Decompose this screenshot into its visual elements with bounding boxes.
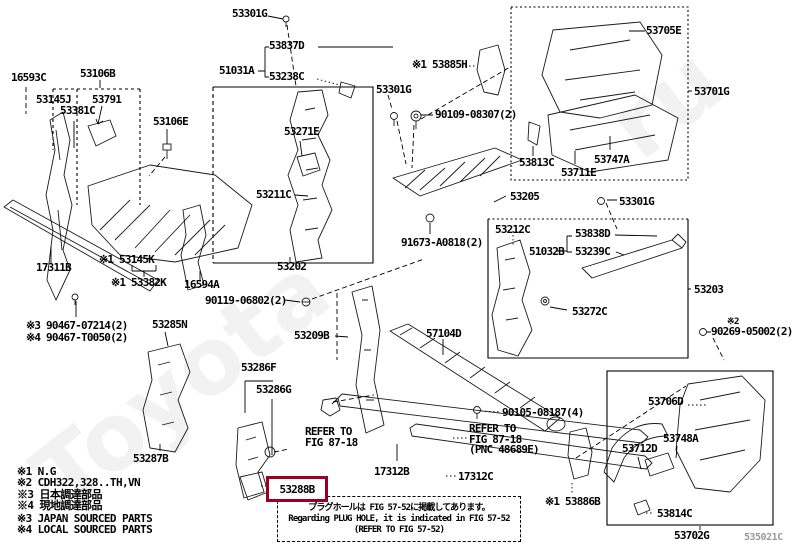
part-label-53791[interactable]: 53791 [92,93,122,106]
part-label-53272c[interactable]: 53272C [572,305,608,318]
part-label-53301g[interactable]: 53301G [376,83,412,96]
part-label-51032b[interactable]: 51032B [529,245,565,258]
part-label-1-53382k[interactable]: ※1 53382K [111,276,167,289]
part-label-53712d[interactable]: 53712D [622,442,658,455]
reference-note-2[interactable]: REFER TO FIG 87-18 (PNC 48689E) [469,422,540,456]
part-label-51031a[interactable]: 51031A [219,64,255,77]
part-label-53202[interactable]: 53202 [277,260,307,273]
part-label-53837d[interactable]: 53837D [269,39,305,52]
part-label-17311b[interactable]: 17311B [36,261,72,274]
part-label-53701g[interactable]: 53701G [694,85,730,98]
legend-item-5: ※3 JAPAN SOURCED PARTS [17,512,153,526]
note-line-1: プラグホールは FIG 57-52に掲載してあります。 [308,502,490,513]
part-label-90109-08307-2[interactable]: 90109-08307(2) [435,108,517,121]
legend-item-2: ※2 CDH322,328..TH,VN [17,476,141,490]
part-label-53813c[interactable]: 53813C [519,156,555,169]
part-label-53301g[interactable]: 53301G [232,7,268,20]
part-label-53205[interactable]: 53205 [510,190,540,203]
note-line-3: (REFER TO FIG 57-52) [353,524,445,535]
part-label-53286g[interactable]: 53286G [256,383,292,396]
part-label-53271e[interactable]: 53271E [284,125,320,138]
group-leader-lines [25,15,725,530]
part-label-90105-08187-4[interactable]: 90105-08187(4) [502,406,584,419]
part-label-53145j[interactable]: 53145J [36,93,72,106]
group-fastener-sketches [71,15,707,419]
diagram-code: 535021C [744,532,783,543]
part-label-53748a[interactable]: 53748A [663,432,699,445]
part-label-57104d[interactable]: 57104D [426,327,462,340]
part-label-90119-06802-2[interactable]: 90119-06802(2) [205,294,287,307]
part-label-1-53886b[interactable]: ※1 53886B [545,495,601,508]
group-boxes [52,6,774,526]
part-label-53239c[interactable]: 53239C [575,245,611,258]
part-label-53301g[interactable]: 53301G [619,195,655,208]
legend-item-4: ※4 現地調達部品 [17,498,102,512]
part-label-53705e[interactable]: 53705E [646,24,682,37]
part-label-53212c[interactable]: 53212C [495,223,531,236]
part-label-53706d[interactable]: 53706D [648,395,684,408]
part-label-53203[interactable]: 53203 [694,283,724,296]
part-label-53838d[interactable]: 53838D [575,227,611,240]
part-label-4-90467-t0050-2[interactable]: ※4 90467-T0050(2) [26,331,128,344]
part-label-17312b[interactable]: 17312B [374,465,410,478]
part-label-53381c[interactable]: 53381C [60,104,96,117]
legend: ※1 N.G※2 CDH322,328..TH,VN※3 日本調達部品※4 現地… [17,465,153,537]
part-label-53286f[interactable]: 53286F [241,361,277,374]
part-label-17312c[interactable]: 17312C [458,470,494,483]
group-part-sketches [3,21,766,516]
highlighted-part-box[interactable]: 53288B [266,476,328,502]
legend-item-6: ※4 LOCAL SOURCED PARTS [17,523,153,537]
part-label-53814c[interactable]: 53814C [657,507,693,520]
legend-item-3: ※3 日本調達部品 [17,487,102,501]
part-label-53106e[interactable]: 53106E [153,115,189,128]
note-line-2: Regarding PLUG HOLE, it is indicated in … [288,513,510,524]
plug-hole-note-box: プラグホールは FIG 57-52に掲載してあります。Regarding PLU… [277,496,521,542]
part-label-16593c[interactable]: 16593C [11,71,47,84]
part-label-53238c[interactable]: 53238C [269,70,305,83]
part-label-1-53145k[interactable]: ※1 53145K [99,253,155,266]
part-label-53702g[interactable]: 53702G [674,529,710,542]
part-label-16594a[interactable]: 16594A [184,278,220,291]
part-label-53106b[interactable]: 53106B [80,67,116,80]
part-label-53287b[interactable]: 53287B [133,452,169,465]
reference-note-1[interactable]: REFER TO FIG 87-18 [305,425,358,449]
part-label-53285n[interactable]: 53285N [152,318,188,331]
part-label-53211c[interactable]: 53211C [256,188,292,201]
part-label-1-53885h[interactable]: ※1 53885H [412,58,468,71]
part-label-53711e[interactable]: 53711E [561,166,597,179]
highlighted-part-label: 53288B [279,482,316,496]
part-label-91673-a0818-2[interactable]: 91673-A0818(2) [401,236,483,249]
part-label-53209b[interactable]: 53209B [294,329,330,342]
part-label-2[interactable]: ※2 [727,317,739,327]
part-label-90269-05002-2[interactable]: 90269-05002(2) [711,325,793,338]
legend-item-1: ※1 N.G [17,465,56,478]
part-label-3-90467-07214-2[interactable]: ※3 90467-07214(2) [26,319,128,332]
part-label-53747a[interactable]: 53747A [594,153,630,166]
